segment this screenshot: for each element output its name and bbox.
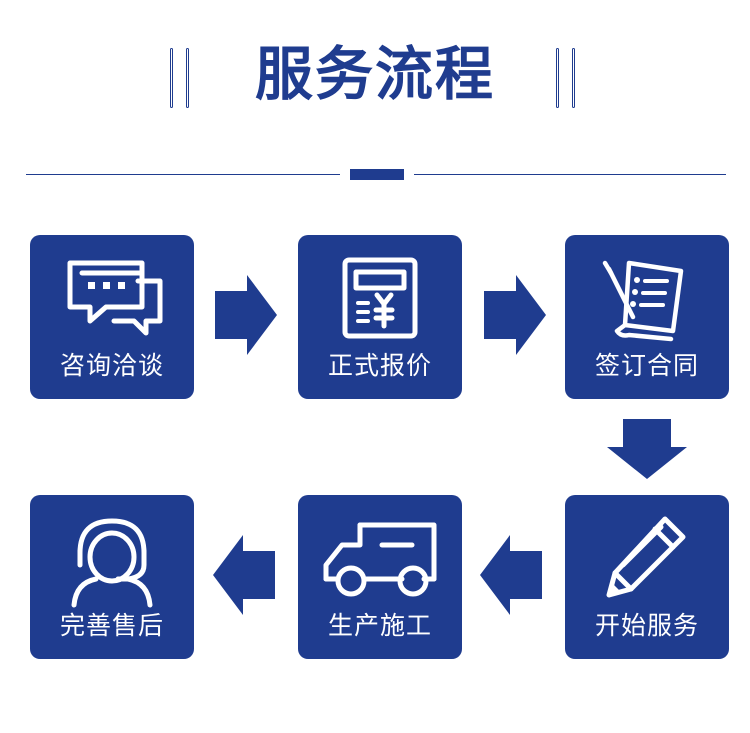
step-sign-contract: 签订合同 <box>565 235 729 399</box>
divider-line-left <box>26 174 340 175</box>
arrow-left-icon <box>480 535 542 615</box>
step-label: 正式报价 <box>327 351 432 380</box>
title-decoration-left-2 <box>186 48 189 108</box>
step-after-sales: 完善售后 <box>30 495 194 659</box>
title-decoration-right-2 <box>572 48 575 108</box>
title-decoration-right-1 <box>556 48 559 108</box>
step-label: 咨询洽谈 <box>59 351 164 380</box>
page-title: 服务流程 <box>254 40 495 108</box>
arrow-down-icon <box>607 419 687 479</box>
step-label: 开始服务 <box>594 611 699 640</box>
step-consultation: 咨询洽谈 <box>30 235 194 399</box>
step-label: 签订合同 <box>594 351 699 380</box>
step-label: 完善售后 <box>59 611 164 640</box>
pencil-icon <box>606 516 686 598</box>
divider-center-block <box>350 169 404 180</box>
headset-support-icon <box>71 518 153 608</box>
contract-pen-icon <box>602 260 684 342</box>
chat-bubbles-icon <box>67 260 163 336</box>
title-decoration-left-1 <box>170 48 173 108</box>
truck-icon <box>323 522 437 597</box>
arrow-right-icon <box>484 275 546 355</box>
arrow-right-icon <box>215 275 277 355</box>
price-calculator-icon <box>342 257 418 339</box>
step-production: 生产施工 <box>298 495 462 659</box>
divider-line-right <box>414 174 726 175</box>
step-start-service: 开始服务 <box>565 495 729 659</box>
arrow-left-icon <box>213 535 275 615</box>
step-label: 生产施工 <box>327 611 432 640</box>
step-quotation: 正式报价 <box>298 235 462 399</box>
